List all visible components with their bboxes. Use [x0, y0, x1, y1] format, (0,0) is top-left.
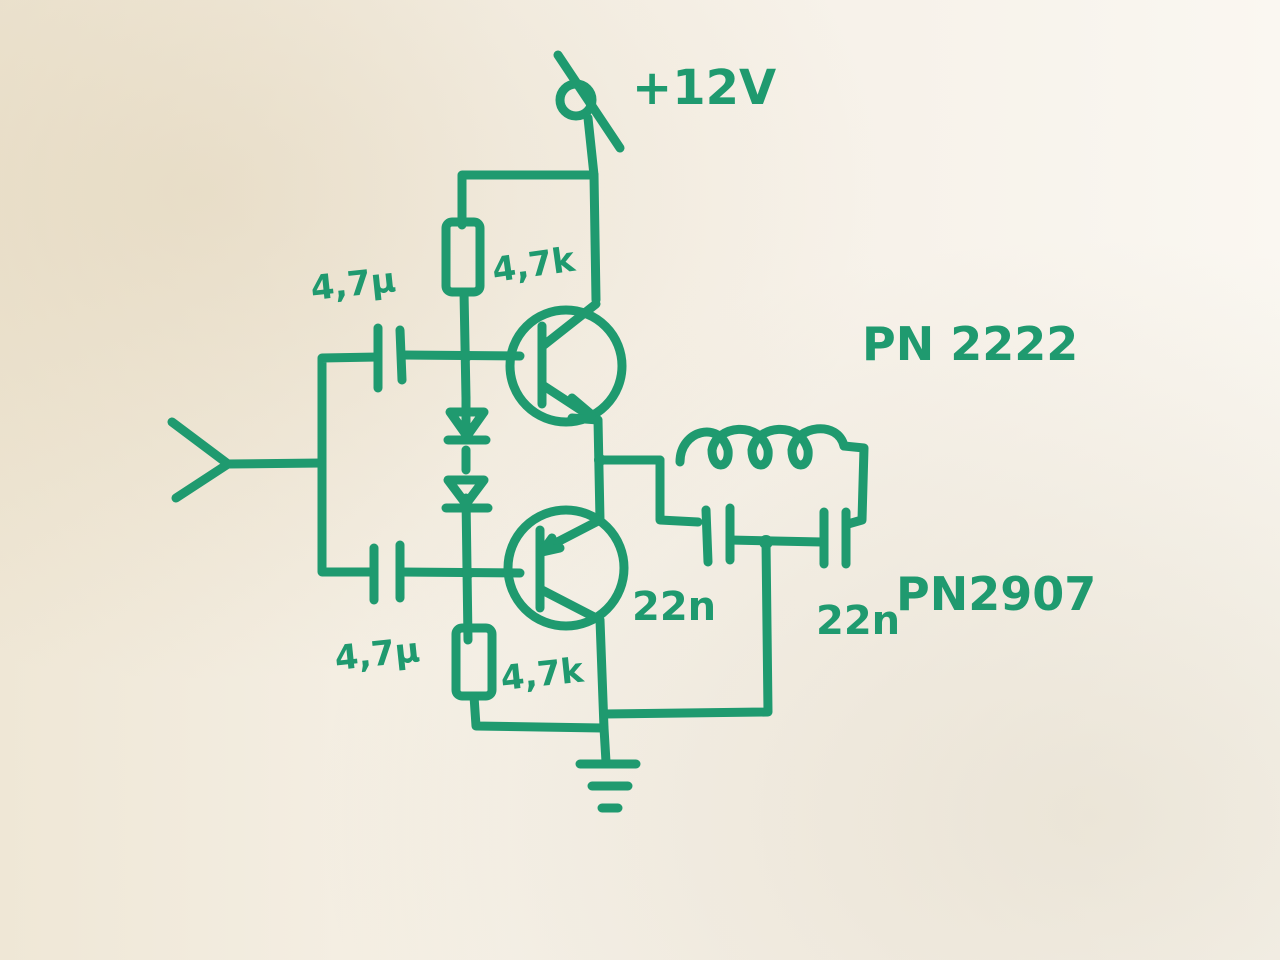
inductor-right-lead [839, 441, 869, 529]
top-rail [457, 170, 599, 230]
label-supply: +12V [632, 60, 776, 116]
label-c-bottom: 4,7µ [333, 630, 422, 679]
input-symbol [167, 417, 233, 503]
q1-collector-wire [589, 170, 601, 305]
inductor-coil [675, 424, 849, 470]
cap-out-left-plate-1 [701, 505, 713, 567]
label-r-bottom: 4,7k [499, 650, 587, 699]
label-c-out-right: 22n [816, 598, 900, 644]
q1-circle [505, 305, 627, 427]
cap-top-plate-right [395, 325, 407, 385]
supply-wire [583, 113, 599, 180]
q2-base-wire [395, 567, 525, 578]
junction-dot-base-bottom [462, 567, 474, 579]
labels: +12V 4,7k 4,7µ PN 2222 4,7µ 4,7k 22n 22n… [309, 60, 1096, 699]
ground-wire [599, 723, 611, 767]
resistor-bottom [451, 623, 497, 701]
label-q-bottom: PN2907 [896, 567, 1096, 621]
cap-out-ground-wire [599, 537, 773, 719]
label-q-top: PN 2222 [862, 317, 1078, 371]
label-c-out-left: 22n [632, 584, 716, 630]
cap-bottom-lead [317, 457, 377, 577]
junction-dot-base-top [460, 350, 472, 362]
emitter-node-wire [593, 415, 605, 525]
diode-2-triangle [443, 475, 489, 509]
q1-collector [539, 299, 601, 350]
inductor-left-lead [655, 455, 703, 527]
wires [167, 50, 869, 813]
q2-emitter-arrow [537, 533, 565, 557]
q2-circle [503, 505, 629, 631]
q2-collector [537, 585, 605, 625]
r-bottom-to-ground [469, 691, 607, 733]
junction-dot-emitter [594, 454, 606, 466]
ground-symbol [575, 759, 641, 813]
cap-top-lead [317, 352, 383, 467]
junction-dot-output [759, 535, 773, 549]
label-r-top: 4,7k [490, 240, 579, 291]
cap-out-mid-wire [725, 535, 827, 547]
diode-1-triangle [445, 407, 489, 441]
supply-terminal-slash [553, 50, 625, 153]
resistor-top [441, 217, 485, 297]
r-top-to-base-node [459, 287, 471, 403]
label-c-top: 4,7µ [309, 260, 398, 309]
input-wire [223, 458, 327, 469]
